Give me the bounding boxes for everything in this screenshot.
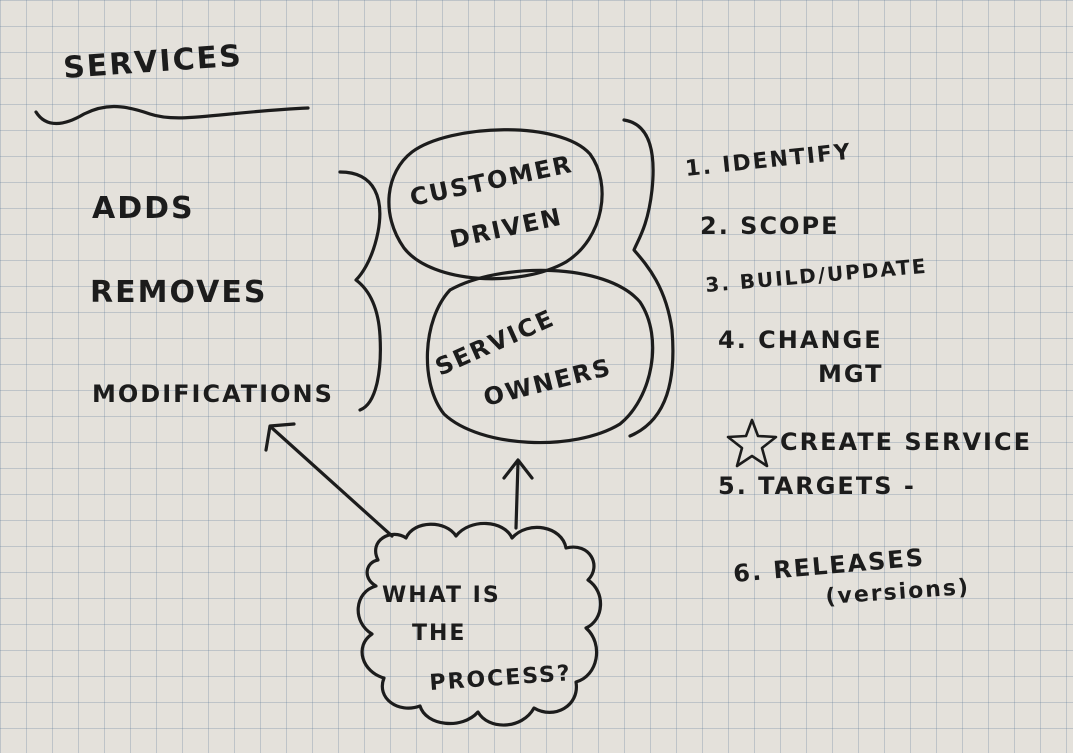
step-releases-versions: (versions)	[825, 575, 971, 610]
cloud-line-what-is: WHAT IS	[382, 583, 501, 608]
left-item-adds: ADDS	[92, 191, 195, 226]
arrow-to-modifications	[270, 426, 394, 538]
left-item-modifications: MODIFICATIONS	[92, 380, 334, 408]
step-targets: 5. TARGETS -	[718, 472, 916, 500]
circle-label-customer: CUSTOMER	[407, 150, 575, 212]
left-item-removes: REMOVES	[90, 275, 267, 310]
star-icon	[726, 418, 778, 468]
left-brace	[338, 170, 382, 412]
arrow-to-modifications-head	[264, 422, 296, 452]
step-change: 4. CHANGE	[718, 326, 883, 354]
arrow-to-service-owners-head	[502, 458, 534, 480]
arrow-to-service-owners	[514, 460, 520, 530]
title-underline-squiggle	[34, 104, 310, 126]
customer-driven-circle	[387, 128, 604, 281]
cloud-line-the: THE	[412, 621, 466, 646]
right-brace	[622, 118, 675, 438]
step-create-service: CREATE SERVICE	[780, 428, 1032, 456]
cloud-line-process: PROCESS?	[429, 661, 573, 696]
page-title: SERVICES	[62, 39, 244, 86]
circle-label-driven: DRIVEN	[447, 203, 565, 254]
thought-cloud	[356, 521, 603, 727]
step-scope: 2. SCOPE	[700, 212, 839, 240]
step-build-update: 3. BUILD/UPDATE	[704, 254, 928, 297]
step-change-mgt: MGT	[818, 360, 884, 388]
circle-label-owners: OWNERS	[481, 353, 615, 412]
service-owners-circle	[425, 268, 655, 445]
step-identify: 1. IDENTIFY	[684, 140, 853, 182]
